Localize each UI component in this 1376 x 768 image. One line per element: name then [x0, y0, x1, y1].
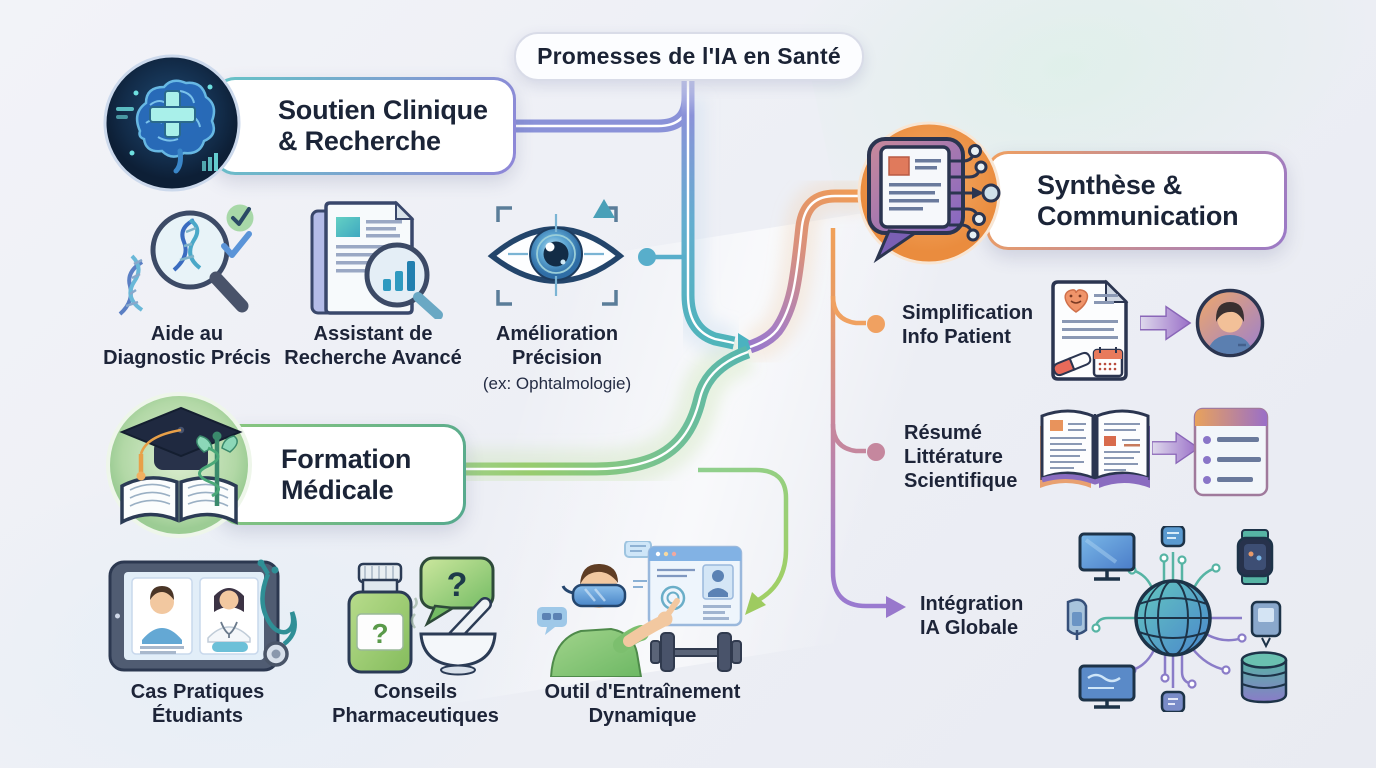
- label-conseils-pharma: Conseils Pharmaceutiques: [318, 680, 513, 728]
- label-line: Assistant de: [313, 323, 433, 345]
- open-book-icon: [1036, 402, 1154, 498]
- header-line: & Recherche: [278, 126, 441, 156]
- arrow-right-icon: [1140, 301, 1194, 345]
- header-box-formation-medicale: Formation Médicale: [218, 424, 466, 525]
- mauve-connector-dot: [867, 443, 885, 461]
- document-chat-circuit-icon: [853, 121, 1005, 271]
- header-line: Synthèse &: [1037, 169, 1183, 200]
- header-line: Médicale: [281, 474, 394, 505]
- main-title-text: Promesses de l'IA en Santé: [537, 43, 841, 69]
- eye-scan-arrow-icon: [480, 196, 635, 316]
- documents-barchart-magnifier-icon: [300, 197, 450, 319]
- label-line: Pharmaceutiques: [332, 705, 499, 727]
- vr-user-training-dumbbell-icon: [537, 541, 747, 677]
- graduation-cap-book-caduceus-icon: [104, 390, 254, 540]
- purple-arrowhead: [886, 596, 906, 618]
- header-line: Formation: [281, 443, 412, 474]
- dna-magnifier-checkmarks-icon: [112, 198, 262, 320]
- label-line: Étudiants: [151, 705, 244, 727]
- globe-connected-devices-icon: [1056, 526, 1290, 712]
- label-line: Recherche Avancé: [284, 347, 462, 369]
- label-amelioration-precision: Amélioration Précision (ex: Ophtalmologi…: [467, 322, 647, 396]
- header-line: Communication: [1037, 200, 1239, 231]
- label-outil-entrainement: Outil d'Entraînement Dynamique: [535, 680, 750, 728]
- medicine-bottle-mortar-question-icon: ? ?: [335, 556, 500, 678]
- label-line: Conseils: [373, 681, 458, 703]
- label-cas-pratiques: Cas Pratiques Étudiants: [100, 680, 295, 728]
- ai-brain-medical-cross-icon: [102, 53, 242, 193]
- label-line: Cas Pratiques: [130, 681, 265, 703]
- tablet-patient-cards-stethoscope-icon: [108, 558, 298, 678]
- summary-list-icon: [1192, 406, 1270, 498]
- header-box-synthese-communication: Synthèse & Communication: [986, 151, 1287, 250]
- label-integration-ia: Intégration IA Globale: [920, 592, 1070, 640]
- label-note: (ex: Ophtalmologie): [482, 374, 632, 393]
- teal-connector-dot: [638, 248, 656, 266]
- label-line: Simplification: [902, 302, 1034, 324]
- label-assistant-recherche: Assistant de Recherche Avancé: [278, 322, 468, 370]
- patient-avatar-icon: [1194, 287, 1266, 359]
- orange-connector-dot: [867, 315, 885, 333]
- svg-text:?: ?: [371, 618, 388, 649]
- label-aide-diagnostic: Aide au Diagnostic Précis: [92, 322, 282, 370]
- label-line: Amélioration: [495, 323, 619, 345]
- label-line: Aide au: [150, 323, 224, 345]
- label-line: Précision: [511, 347, 603, 369]
- label-line: Intégration: [920, 593, 1024, 615]
- label-line: Dynamique: [588, 705, 697, 727]
- label-line: IA Globale: [920, 617, 1019, 639]
- label-line: Outil d'Entraînement: [544, 681, 741, 703]
- main-title: Promesses de l'IA en Santé: [514, 32, 864, 81]
- label-line: Diagnostic Précis: [103, 347, 271, 369]
- header-box-soutien-clinique: Soutien Clinique & Recherche: [213, 77, 516, 175]
- header-line: Soutien Clinique: [278, 95, 488, 125]
- label-simplification: Simplification Info Patient: [902, 301, 1072, 349]
- patient-document-icon: [1050, 278, 1134, 384]
- label-line: Info Patient: [902, 326, 1011, 348]
- svg-text:?: ?: [447, 566, 468, 604]
